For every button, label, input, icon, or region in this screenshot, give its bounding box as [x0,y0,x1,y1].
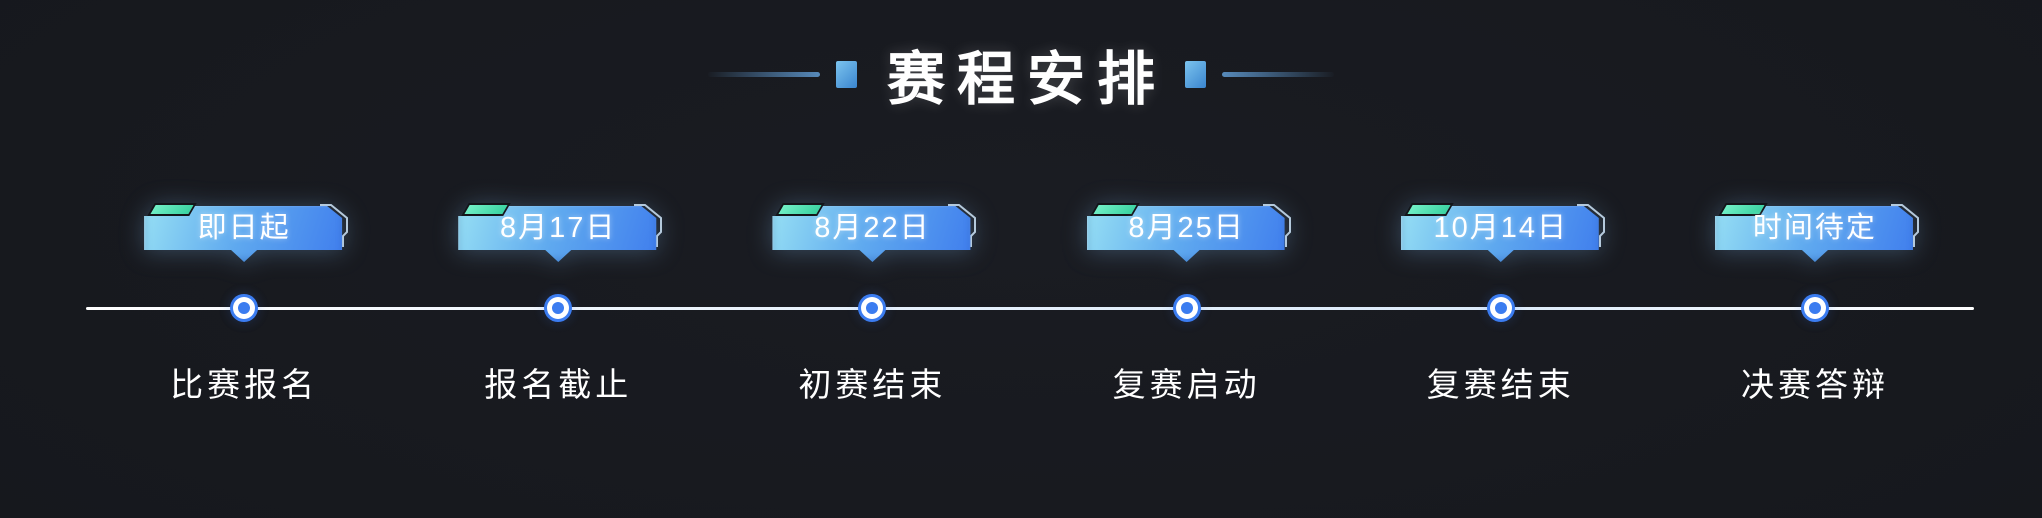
timeline-line [86,307,1974,310]
timeline-dot [866,302,879,314]
date-badge: 即日起 [144,203,349,263]
milestone-label: 初赛结束 [798,366,947,403]
badge-date-label: 8月22日 [814,212,931,244]
badge-bracket-outline [948,204,977,247]
badge-date-label: 8月25日 [1128,212,1245,244]
title-decoration-square-left [835,60,857,88]
timeline-item: 10月14日 复赛结束 [1344,203,1658,418]
timeline-dot [552,302,565,314]
date-badge: 10月14日 [1400,203,1605,263]
badge-date-label: 时间待定 [1752,212,1877,244]
milestone-label: 比赛报名 [170,366,319,403]
timeline-item: 8月17日 报名截止 [401,203,715,418]
badge-bracket-outline [320,204,349,247]
date-badge: 8月25日 [1086,203,1291,263]
title-decoration-line-right [1222,71,1334,77]
badge-bracket-outline [1576,204,1605,247]
timeline-item: 8月22日 初赛结束 [715,203,1029,418]
timeline-dot [1494,302,1507,314]
timeline-item: 时间待定 决赛答辩 [1658,203,1972,418]
date-badge: 8月22日 [772,203,977,263]
page-header: 赛程安排 [0,34,2042,114]
title-decoration-line-left [707,71,820,77]
timeline-item: 即日起 比赛报名 [87,203,401,418]
timeline-dot [238,302,251,314]
milestone-label: 决赛答辩 [1740,366,1889,403]
page-title: 赛程安排 [886,47,1167,112]
title-decoration-square-right [1185,60,1206,88]
timeline-dot [1808,302,1821,314]
milestone-label: 报名截止 [484,366,633,403]
badge-bracket-outline [634,204,663,247]
badge-date-label: 即日起 [197,212,291,244]
timeline-dot [1180,302,1193,314]
timeline-item: 8月25日 复赛启动 [1030,203,1344,418]
badge-date-label: 8月17日 [500,212,617,244]
milestone-label: 复赛结束 [1426,366,1575,403]
badge-bracket-outline [1262,204,1291,247]
badge-bracket-outline [1890,204,1919,247]
date-badge: 时间待定 [1714,203,1919,263]
badge-date-label: 10月14日 [1433,212,1569,244]
date-badge: 8月17日 [458,203,663,263]
timeline: 即日起 比赛报名 8月17日 报名截止 [87,203,1972,418]
milestone-label: 复赛启动 [1112,366,1261,403]
